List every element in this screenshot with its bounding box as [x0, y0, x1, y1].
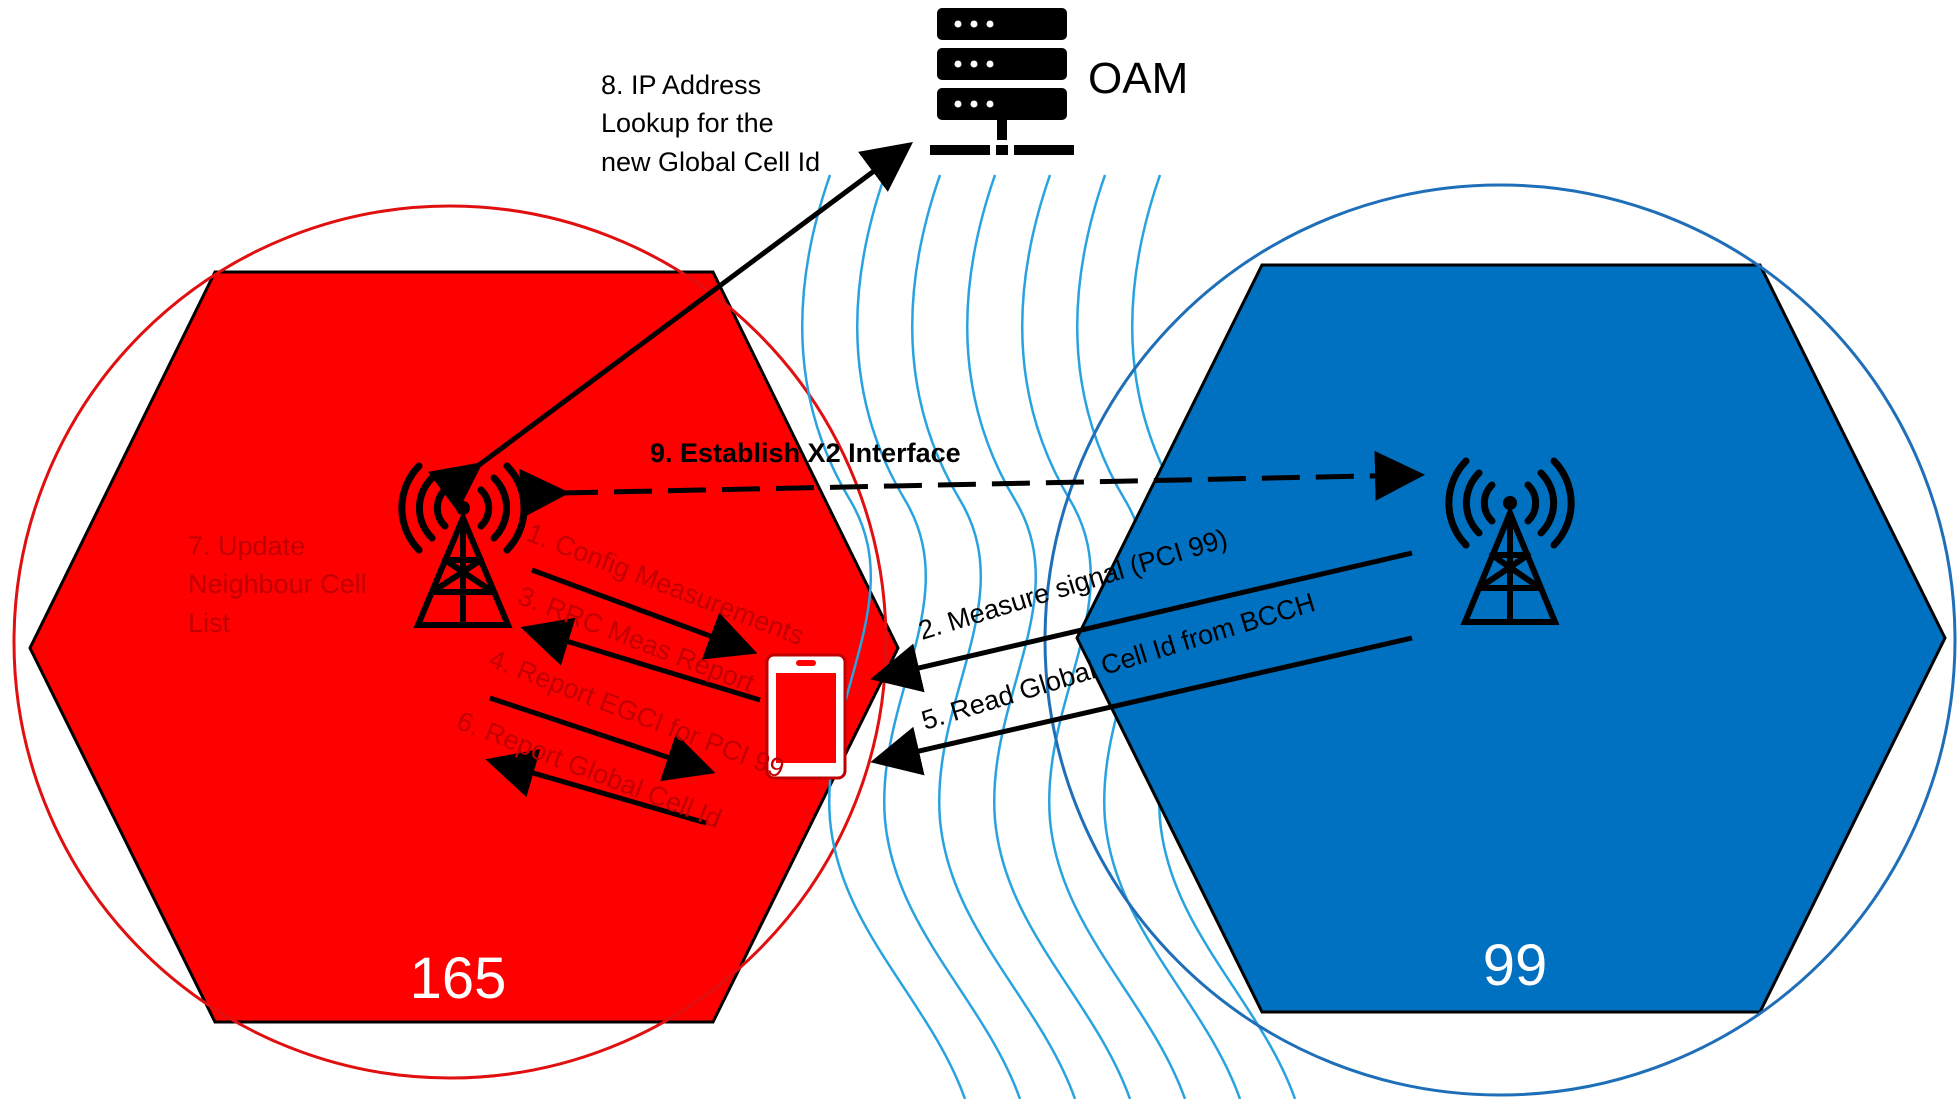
step-4-arrow	[489, 695, 716, 782]
cell-165-hexagon	[28, 270, 900, 1024]
cell-99-label: 99	[1483, 933, 1548, 998]
oam-label: OAM	[1088, 54, 1188, 103]
wave-line	[1020, 174, 1187, 1099]
cell-165: 165	[12, 204, 900, 1080]
step-7-label: 7. Update Neighbour Cell List	[188, 531, 374, 638]
cell-165-label: 165	[410, 946, 507, 1011]
step-5-arrow	[870, 635, 1413, 776]
server-icon	[930, 8, 1074, 155]
step-8-arrow	[427, 142, 914, 512]
step-9-arrow	[519, 450, 1425, 519]
step-2-arrow	[870, 550, 1413, 693]
step-6-arrow	[485, 749, 707, 826]
cell-tower-icon	[1445, 457, 1575, 625]
wave-line	[965, 174, 1132, 1099]
cell-tower-icon	[398, 462, 528, 628]
step-9-label: 9. Establish X2 Interface	[650, 438, 961, 468]
step-3-arrow	[520, 617, 761, 703]
step-1-arrow	[531, 567, 758, 660]
phone-icon	[765, 653, 847, 780]
step-8-label: 8. IP Address Lookup for the new Global …	[601, 70, 820, 177]
